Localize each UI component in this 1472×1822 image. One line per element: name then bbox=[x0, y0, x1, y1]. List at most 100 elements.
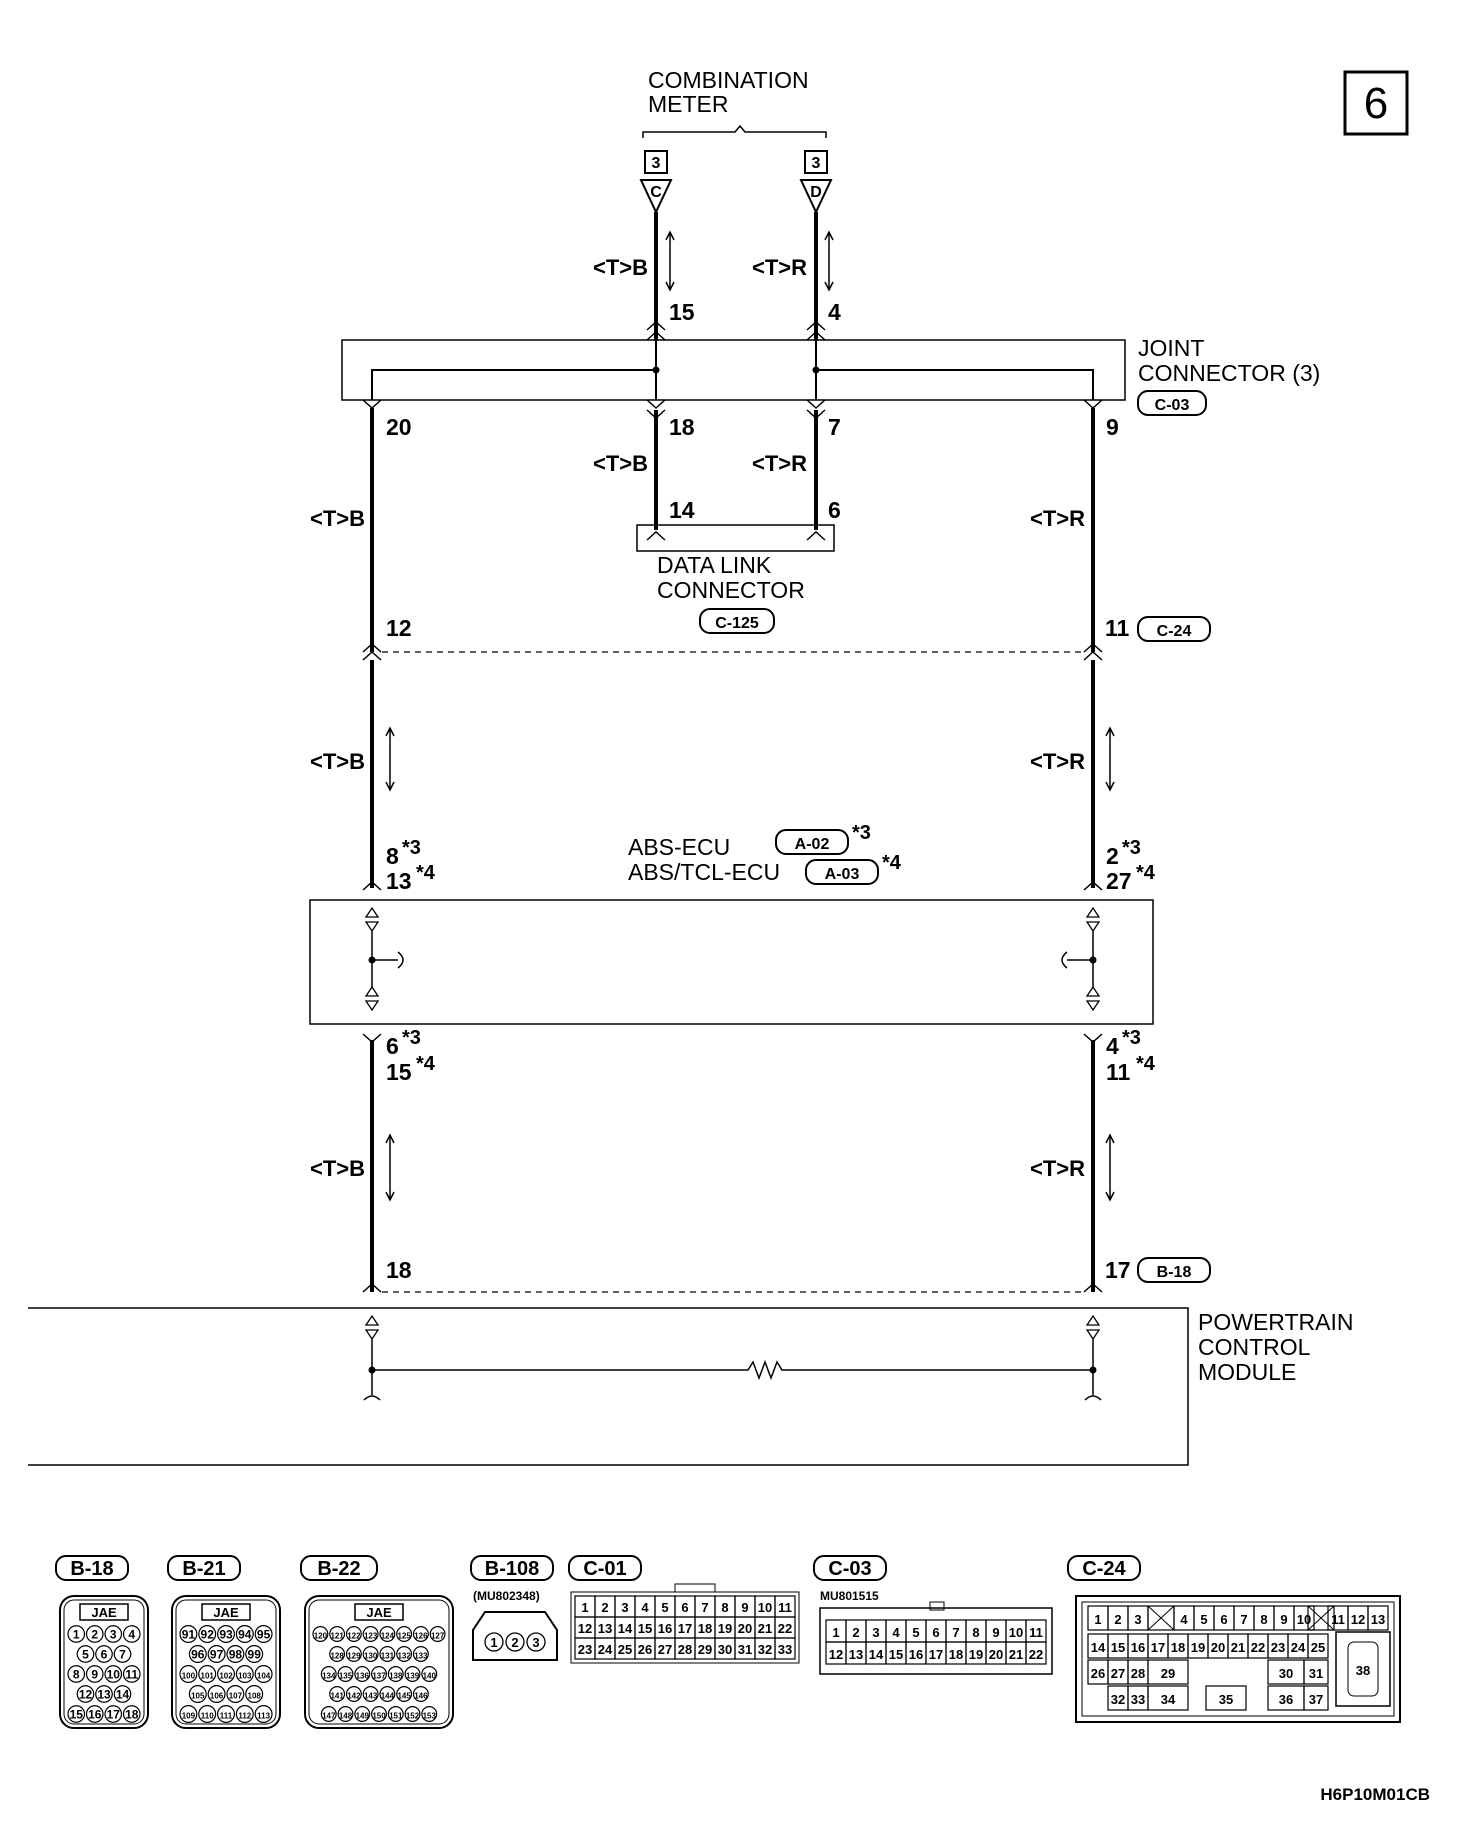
pin-number: 136 bbox=[356, 1672, 370, 1681]
pin-number: 103 bbox=[238, 1672, 252, 1681]
pin-number: 4 bbox=[641, 1600, 649, 1615]
wire-color-label: <T>B bbox=[310, 749, 365, 774]
pin-cavity bbox=[379, 1646, 396, 1662]
data-link-connector-subtitle: CONNECTOR bbox=[657, 577, 805, 603]
pin-cavity bbox=[484, 1632, 504, 1652]
pin-cavity bbox=[217, 1704, 236, 1723]
pin-cavity bbox=[113, 1645, 132, 1663]
footnote-mark: *3 bbox=[402, 837, 421, 859]
pin-number: 105 bbox=[191, 1692, 205, 1701]
pin-number: 1 bbox=[73, 1628, 80, 1642]
pin-number: 15 bbox=[70, 1708, 84, 1722]
pin-number: 2 bbox=[1114, 1612, 1121, 1627]
pin-cavity bbox=[95, 1645, 113, 1663]
pin-number: 106 bbox=[210, 1692, 224, 1701]
pin-number: 20 bbox=[989, 1647, 1003, 1662]
pin-number: 125 bbox=[397, 1632, 411, 1641]
pin-number: 20 bbox=[386, 414, 412, 440]
pin-cavity bbox=[67, 1625, 86, 1643]
pin-number: 145 bbox=[397, 1692, 411, 1701]
pin-number: 24 bbox=[598, 1642, 613, 1657]
pin-cavity bbox=[404, 1666, 421, 1682]
pin-number: 18 bbox=[125, 1708, 139, 1722]
pin-cavity bbox=[198, 1624, 217, 1643]
pin-cavity bbox=[421, 1666, 438, 1682]
meter-pin-letter-right: D bbox=[810, 184, 822, 201]
footnote-mark: *4 bbox=[1136, 1053, 1156, 1075]
footnote-mark: *3 bbox=[402, 1027, 421, 1049]
pin-number: 17 bbox=[1105, 1257, 1131, 1283]
pin-number: 21 bbox=[1231, 1640, 1245, 1655]
meter-pin-box-left-label: 3 bbox=[652, 155, 661, 172]
connector-body bbox=[819, 1607, 1053, 1675]
pin-number: 11 bbox=[1331, 1612, 1345, 1627]
pin-number: 148 bbox=[339, 1712, 353, 1721]
pin-number: 21 bbox=[758, 1621, 772, 1636]
pin-number: 18 bbox=[698, 1621, 712, 1636]
pin-number: 113 bbox=[257, 1712, 270, 1721]
pin-cavity bbox=[179, 1704, 198, 1723]
pin-number: 29 bbox=[1161, 1666, 1175, 1681]
connector-code: B-18 bbox=[1157, 1264, 1192, 1281]
pin-cavity bbox=[122, 1705, 141, 1723]
connector-code: A-02 bbox=[795, 836, 830, 853]
pin-number: 1 bbox=[832, 1625, 839, 1640]
pin-cavity bbox=[526, 1632, 546, 1652]
connector-code: A-03 bbox=[825, 866, 860, 883]
pin-number: 94 bbox=[238, 1628, 252, 1642]
pin-number: 14 bbox=[116, 1688, 130, 1702]
pin-number: 3 bbox=[532, 1635, 539, 1650]
maker-label: JAE bbox=[213, 1605, 239, 1620]
pin-number: 11 bbox=[1029, 1625, 1043, 1640]
pin-number: 23 bbox=[578, 1642, 592, 1657]
connector-code: B-18 bbox=[70, 1558, 113, 1580]
pin-number: 143 bbox=[364, 1692, 378, 1701]
pin-number: 101 bbox=[201, 1672, 215, 1681]
pin-cavity bbox=[345, 1626, 362, 1642]
pin-cavity bbox=[396, 1646, 413, 1662]
pin-number: 112 bbox=[238, 1712, 251, 1721]
pin-cavity bbox=[429, 1626, 446, 1642]
pin-number: 9 bbox=[1106, 414, 1119, 440]
pin-number: 147 bbox=[322, 1712, 336, 1721]
pin-number: 20 bbox=[1211, 1640, 1225, 1655]
pin-number: 13 bbox=[598, 1621, 612, 1636]
pin-number: 3 bbox=[872, 1625, 879, 1640]
pin-number: 141 bbox=[330, 1692, 344, 1701]
connector-code: C-24 bbox=[1082, 1558, 1126, 1580]
connector-code: C-01 bbox=[583, 1558, 626, 1580]
blank-cavity bbox=[1307, 1605, 1335, 1631]
pin-cavity bbox=[362, 1686, 379, 1702]
pin-cavity bbox=[188, 1644, 207, 1663]
pin-number: 140 bbox=[423, 1672, 437, 1681]
pin-number: 102 bbox=[219, 1672, 233, 1681]
pin-number: 6 bbox=[828, 497, 841, 523]
footnote-mark: *4 bbox=[416, 1053, 436, 1075]
pin-number: 122 bbox=[347, 1632, 361, 1641]
pin-number: 16 bbox=[658, 1621, 672, 1636]
pin-number: 2 bbox=[601, 1600, 608, 1615]
pin-cavity bbox=[371, 1666, 387, 1682]
connector-code-frame bbox=[55, 1555, 129, 1581]
pin-number: 7 bbox=[119, 1648, 126, 1662]
pin-cavity bbox=[320, 1666, 337, 1682]
pin-cavity bbox=[76, 1685, 95, 1703]
pin-cavity bbox=[412, 1686, 429, 1702]
pin-number: 108 bbox=[248, 1692, 262, 1701]
pin-number: 98 bbox=[229, 1648, 243, 1662]
pin-number: 17 bbox=[678, 1621, 692, 1636]
connector-code: C-03 bbox=[1155, 397, 1190, 414]
pin-number: 5 bbox=[1200, 1612, 1207, 1627]
pin-number: 151 bbox=[389, 1712, 403, 1721]
pcm-box bbox=[28, 1307, 1189, 1466]
pin-cavity bbox=[179, 1664, 198, 1683]
pin-cavity bbox=[67, 1665, 86, 1683]
latch bbox=[674, 1583, 716, 1593]
pin-number: 110 bbox=[201, 1712, 214, 1721]
pin-number: 134 bbox=[322, 1672, 336, 1681]
pin-number: 99 bbox=[248, 1648, 262, 1662]
pin-cavity bbox=[198, 1704, 217, 1723]
pin-number: 7 bbox=[1240, 1612, 1247, 1627]
pin-number: 11 bbox=[125, 1668, 138, 1682]
pcm-title: POWERTRAIN bbox=[1198, 1309, 1353, 1335]
